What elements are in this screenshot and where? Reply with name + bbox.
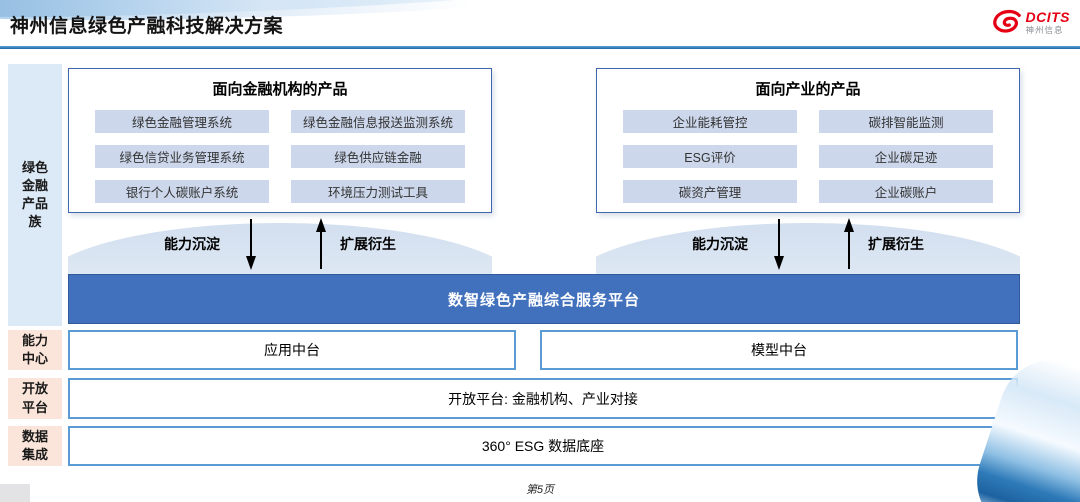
arrow-up-icon xyxy=(314,217,328,271)
product-group-title: 面向产业的产品 xyxy=(755,81,861,98)
product-chip: 环境压力测试工具 xyxy=(291,180,465,203)
data-base-box: 360° ESG 数据底座 xyxy=(68,426,1018,466)
flow-label-expand: 扩展衍生 xyxy=(868,236,924,252)
open-platform-box: 开放平台: 金融机构、产业对接 xyxy=(68,378,1018,419)
page-title: 神州信息绿色产融科技解决方案 xyxy=(10,16,284,37)
page-number: 第5页 xyxy=(525,484,555,496)
sidebar-label-product-family: 绿色 金融 产品 族 xyxy=(8,64,62,326)
sidebar-label-capability-center: 能力 中心 xyxy=(8,330,62,370)
product-chip: 绿色供应链金融 xyxy=(291,145,465,168)
product-group-industry: 面向产业的产品 企业能耗管控 碳排智能监测 ESG评价 企业碳足迹 碳资产管理 … xyxy=(596,68,1020,213)
product-chip: 企业碳足迹 xyxy=(819,145,993,168)
product-chip: 绿色金融信息报送监测系统 xyxy=(291,110,465,133)
arrow-up-icon xyxy=(842,217,856,271)
logo-swirl-icon xyxy=(992,9,1022,35)
product-chip: 银行个人碳账户系统 xyxy=(95,180,269,203)
header-divider-line xyxy=(0,46,1080,49)
footer-gray-block-decoration xyxy=(0,484,30,502)
flow-zone-financial: 能力沉淀 扩展衍生 xyxy=(68,213,492,275)
product-chip: 碳排智能监测 xyxy=(819,110,993,133)
product-family-area: 面向金融机构的产品 绿色金融管理系统 绿色金融信息报送监测系统 绿色信贷业务管理… xyxy=(68,64,1020,326)
arrow-down-icon xyxy=(244,217,258,271)
platform-banner: 数智绿色产融综合服务平台 xyxy=(68,274,1020,324)
product-chip: 绿色信贷业务管理系统 xyxy=(95,145,269,168)
product-chip: ESG评价 xyxy=(623,145,797,168)
app-middle-platform-box: 应用中台 xyxy=(68,330,516,370)
product-chip-grid: 绿色金融管理系统 绿色金融信息报送监测系统 绿色信贷业务管理系统 绿色供应链金融… xyxy=(69,110,491,203)
flow-label-expand: 扩展衍生 xyxy=(340,236,396,252)
product-group-title: 面向金融机构的产品 xyxy=(212,81,348,98)
product-group-financial: 面向金融机构的产品 绿色金融管理系统 绿色金融信息报送监测系统 绿色信贷业务管理… xyxy=(68,68,492,213)
dcits-logo: DCITS 神州信息 xyxy=(992,9,1071,35)
product-chip: 企业碳账户 xyxy=(819,180,993,203)
logo-brand-text: DCITS xyxy=(1025,8,1070,25)
flow-label-capability: 能力沉淀 xyxy=(164,236,220,252)
product-chip-grid: 企业能耗管控 碳排智能监测 ESG评价 企业碳足迹 碳资产管理 企业碳账户 xyxy=(597,110,1019,203)
sidebar-label-open-platform: 开放 平台 xyxy=(8,378,62,419)
product-chip: 绿色金融管理系统 xyxy=(95,110,269,133)
arrow-down-icon xyxy=(772,217,786,271)
flow-zone-industry: 能力沉淀 扩展衍生 xyxy=(596,213,1020,275)
flow-label-capability: 能力沉淀 xyxy=(692,236,748,252)
sidebar-label-data-integration: 数据 集成 xyxy=(8,426,62,466)
model-middle-platform-box: 模型中台 xyxy=(540,330,1018,370)
slide-header: 神州信息绿色产融科技解决方案 DCITS 神州信息 xyxy=(0,0,1080,50)
logo-brand-subtitle: 神州信息 xyxy=(1025,24,1064,35)
product-chip: 企业能耗管控 xyxy=(623,110,797,133)
product-chip: 碳资产管理 xyxy=(623,180,797,203)
corner-swoosh-decoration xyxy=(963,347,1080,502)
